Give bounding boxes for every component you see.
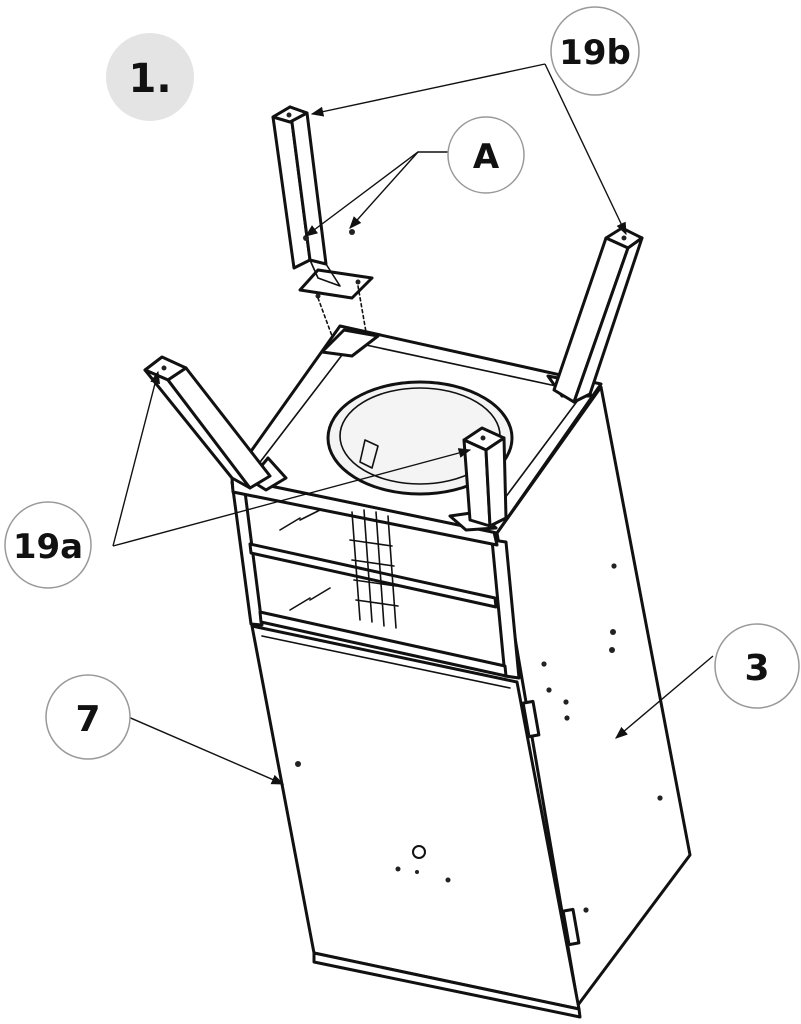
rail-upper (248, 542, 498, 609)
step-number: 1. (128, 56, 171, 102)
callout-3: 3 (714, 623, 800, 709)
gusset-rear-left (320, 328, 380, 358)
leader-lines (112, 63, 714, 785)
callout-3-label: 3 (744, 648, 769, 689)
callout-7: 7 (45, 674, 131, 760)
leg-rear-left (271, 105, 374, 300)
callout-a: A (447, 116, 525, 194)
rail-lower (258, 610, 508, 678)
frame-center-post (490, 538, 521, 680)
step-badge: 1. (106, 33, 194, 121)
inner-rack (279, 439, 399, 629)
leg-front-right (462, 426, 508, 528)
callout-19a-label: 19a (13, 527, 83, 567)
callout-a-label: A (473, 137, 500, 177)
door-holes (295, 761, 451, 883)
callout-19a: 19a (4, 501, 92, 589)
leg-rear-right (552, 226, 644, 404)
hinge-upper (521, 699, 541, 739)
callout-7-label: 7 (75, 699, 100, 740)
leg-front-left (143, 355, 272, 490)
bottom-plinth (312, 951, 582, 1019)
side-panel-holes (541, 563, 663, 913)
cabinet (230, 324, 692, 1019)
callout-19b: 19b (550, 6, 640, 96)
hinge-lower (561, 907, 581, 947)
callout-19b-label: 19b (559, 33, 631, 73)
